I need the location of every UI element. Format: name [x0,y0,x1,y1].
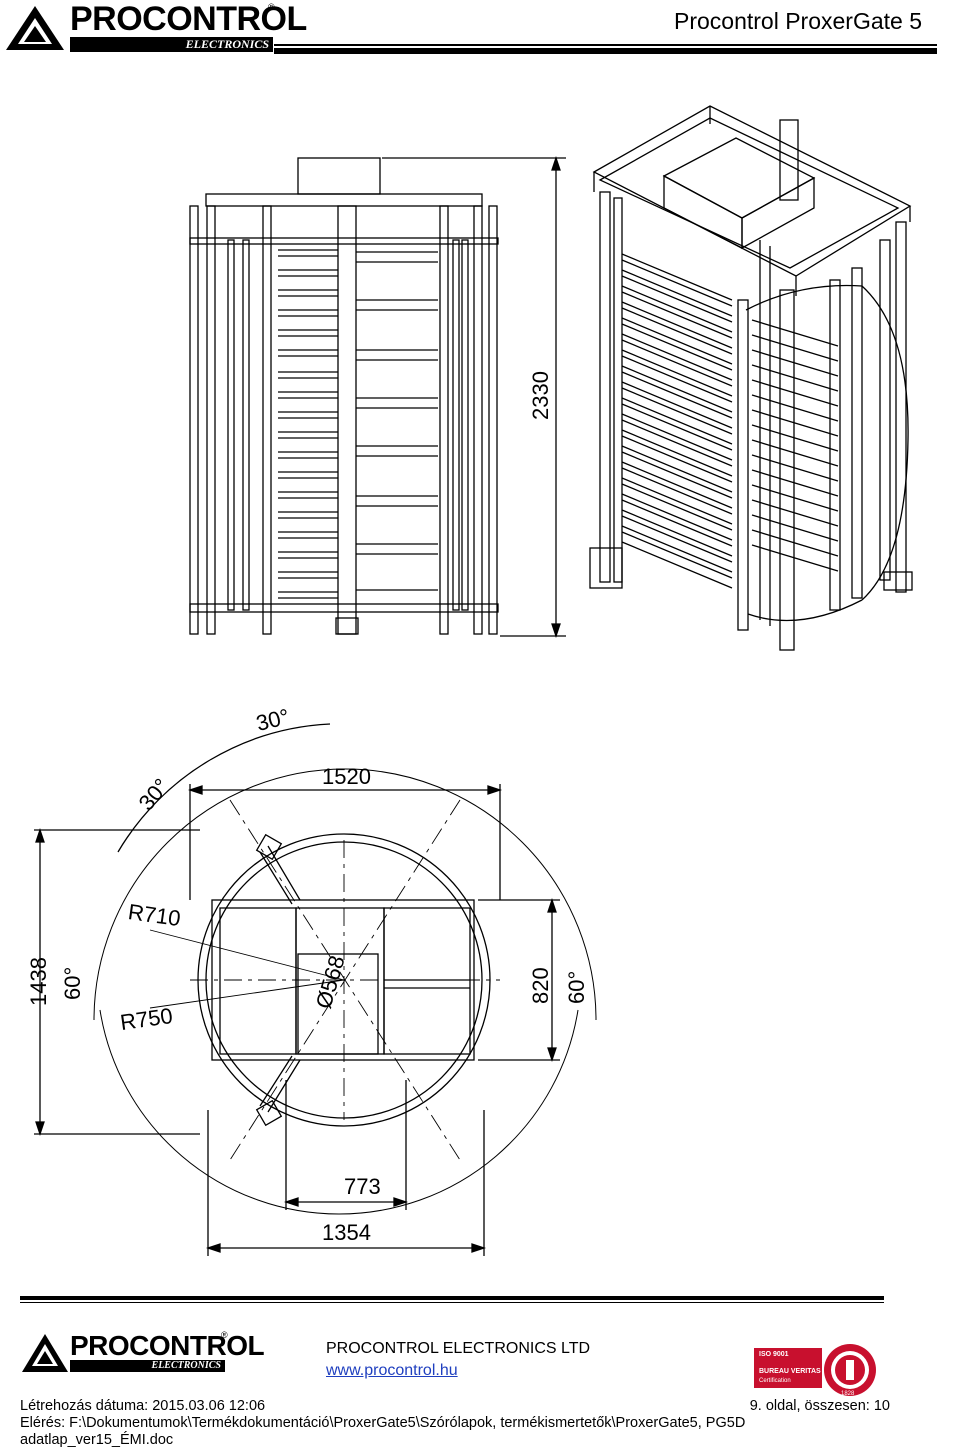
logo-subtitle: ELECTRONICS [70,37,273,52]
isometric-view [589,105,913,651]
footer-rule-thick [20,1296,884,1300]
iso-arms-rotor [751,319,839,572]
document-title: Procontrol ProxerGate 5 [673,8,922,34]
footer-website-link[interactable]: www.procontrol.hu [326,1362,458,1379]
header-rule [274,44,937,46]
dim-depth-label: 1438 [26,957,51,1006]
footer-registered-mark: ® [221,1330,228,1340]
registered-mark: ® [268,2,275,12]
cert-iso-label: ISO 9001 [759,1351,789,1358]
footer-created-date: Létrehozás dátuma: 2015.03.06 12:06 [20,1398,266,1414]
dim-angle-left-label: 30° [134,774,175,816]
logo-wordmark: PROCONTROL [70,0,307,38]
footer-company-name: PROCONTROL ELECTRONICS LTD [326,1340,591,1357]
front-elevation [189,155,566,639]
footer-rule-thin [20,1302,884,1303]
logo-triangle-icon [6,6,64,50]
certification-badge: ISO 9001 BUREAU VERITAS Certification 18… [754,1342,882,1400]
dim-angle-top-label: 30° [254,704,292,736]
dim-width-label: 1520 [322,764,371,789]
logo-triangle-icon [22,1334,68,1372]
cert-year-label: 1828 [841,1391,855,1397]
dim-820-label: 820 [528,967,553,1004]
dim-angle-left-60-label: 60° [60,967,85,1000]
dim-angle-right-60-label: 60° [564,971,589,1004]
iso-arms-left [621,253,733,589]
bureau-veritas-seal-icon: 1828 [824,1344,876,1397]
footer-path-line1: Elérés: F:\Dokumentumok\Termékdokumentác… [20,1415,746,1431]
cert-red-box: ISO 9001 BUREAU VERITAS Certification [754,1348,822,1388]
cert-name-label: BUREAU VERITAS [759,1368,821,1375]
cert-sub-label: Certification [759,1378,791,1384]
footer-logo-subtitle: ELECTRONICS [70,1360,225,1372]
rotor-arms [278,249,438,599]
header-rule-thick [274,48,937,54]
dim-height-label: 2330 [528,371,553,420]
dim-773-label: 773 [344,1174,381,1199]
technical-drawing: 2330 [26,105,913,1256]
dim-r750-label: R750 [119,1003,175,1035]
plan-view [34,723,597,1256]
footer-logo-wordmark: PROCONTROL [70,1330,265,1361]
footer-page-info: 9. oldal, összesen: 10 [749,1398,890,1414]
dim-r710-label: R710 [127,899,183,931]
footer-path-line2: adatlap_ver15_ÉMI.doc [20,1432,174,1448]
dim-1354-label: 1354 [322,1220,371,1245]
